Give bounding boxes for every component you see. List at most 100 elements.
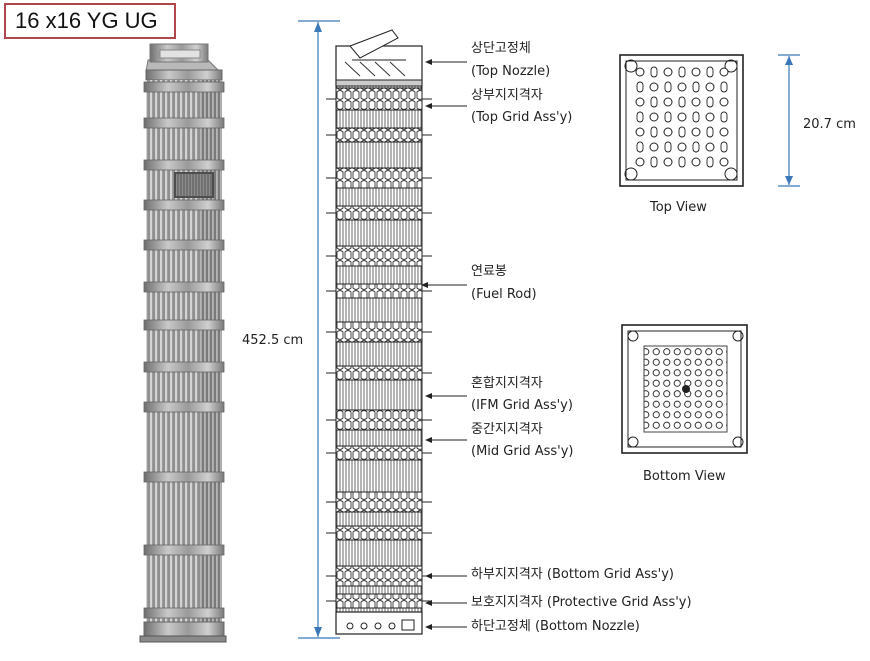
top-view-slot — [692, 81, 700, 93]
height-dimension-label: 452.5 cm — [242, 333, 304, 348]
leader-arrowhead — [421, 282, 428, 288]
drawing-grid-band — [335, 321, 423, 343]
drawing-grid-band — [335, 525, 423, 541]
photo-grid-band — [143, 159, 225, 171]
top-view-hole — [705, 112, 715, 122]
top-view-hole — [663, 67, 673, 77]
photo-grid-band — [143, 544, 225, 556]
bottom-view-caption: Bottom View — [643, 469, 726, 484]
top-nozzle-label-ko: 상단고정체 — [471, 41, 531, 56]
top-view-slot — [678, 126, 686, 138]
photo-grid-band — [143, 199, 225, 211]
top-view-slot — [650, 66, 658, 78]
drawing-grid-band — [335, 205, 423, 221]
photo-grid-band — [143, 81, 225, 93]
drawing-grid-band — [335, 445, 423, 461]
drawing-grid-band — [335, 87, 423, 111]
bottom-nozzle-label-ko: 하단고정체 — [471, 619, 531, 634]
top-grid-label-ko: 상부지지격자 — [471, 88, 543, 103]
top-view-slot — [678, 96, 686, 108]
bottom-grid-label-ko: 하부지지격자 — [471, 567, 543, 582]
top-view-hole — [649, 82, 659, 92]
top-view-hole — [677, 112, 687, 122]
top-view-hole — [635, 67, 645, 77]
label-leaders — [421, 59, 467, 630]
diagram-title: 16 x16 YG UG — [4, 3, 176, 39]
top-view-slot — [678, 156, 686, 168]
fuel-assembly-photo — [139, 43, 227, 643]
top-view-hole — [649, 112, 659, 122]
drawing-grid-band — [335, 365, 423, 381]
top-view-hole — [691, 67, 701, 77]
leader-arrowhead — [425, 103, 432, 109]
top-view-slot — [720, 81, 728, 93]
top-view-hole — [719, 97, 729, 107]
drawing-grid-band — [335, 127, 423, 143]
top-view-hole — [677, 142, 687, 152]
drawing-grid-band — [335, 167, 423, 189]
top-view-hole — [691, 97, 701, 107]
top-view-slot — [664, 111, 672, 123]
top-view-slot — [664, 81, 672, 93]
top-view-hole — [719, 67, 729, 77]
fuel-assembly-drawing — [326, 29, 432, 635]
leader-arrowhead — [425, 393, 432, 399]
photo-grid-band — [143, 281, 225, 293]
photo-grid-band — [143, 607, 225, 619]
width-dimension-line — [778, 54, 800, 187]
top-view-slot — [664, 141, 672, 153]
protective-grid-label-ko: 보호지지격자 — [471, 595, 543, 610]
top-view-hole — [635, 157, 645, 167]
width-dimension-label: 20.7 cm — [803, 117, 856, 132]
photo-grid-band — [143, 117, 225, 129]
top-view-hole — [705, 142, 715, 152]
top-view-slot — [650, 156, 658, 168]
bottom-nozzle-label: 하단고정체 (Bottom Nozzle) — [471, 619, 640, 635]
top-view-slot — [636, 141, 644, 153]
photo-grid-band — [143, 361, 225, 373]
top-view-hole — [649, 142, 659, 152]
top-view-hole — [635, 127, 645, 137]
top-view-slot — [692, 111, 700, 123]
drawing-grid-band — [335, 565, 423, 587]
top-view-slot — [650, 96, 658, 108]
mid-grid-label-ko: 중간지지격자 — [471, 422, 543, 437]
ifm-grid-label-en: (IFM Grid Ass'y) — [471, 398, 573, 413]
bottom-nozzle-label-en: (Bottom Nozzle) — [534, 619, 640, 634]
top-view-slot — [720, 111, 728, 123]
bottom-grid-label: 하부지지격자 (Bottom Grid Ass'y) — [471, 567, 674, 583]
fuel-rod-label-ko: 연료봉 — [471, 264, 507, 279]
top-view-hole — [719, 157, 729, 167]
leader-arrowhead — [425, 437, 432, 443]
drawing-grid-band — [335, 593, 423, 609]
photo-grid-band — [143, 319, 225, 331]
top-view-drawing — [619, 54, 744, 187]
photo-grid-band — [143, 401, 225, 413]
top-view-hole — [691, 127, 701, 137]
drawing-grid-band — [335, 283, 423, 299]
leader-arrowhead — [425, 573, 432, 579]
bottom-view-drawing — [621, 324, 748, 454]
photo-grid-band — [143, 471, 225, 483]
drawing-grid-band — [335, 245, 423, 267]
top-view-slot — [706, 126, 714, 138]
bottom-grid-label-en: (Bottom Grid Ass'y) — [546, 567, 674, 582]
top-nozzle-label-en: (Top Nozzle) — [471, 64, 551, 79]
top-view-hole — [705, 82, 715, 92]
top-view-hole — [663, 157, 673, 167]
leader-arrowhead — [425, 600, 432, 606]
top-view-hole — [663, 97, 673, 107]
top-view-slot — [678, 66, 686, 78]
top-view-slot — [720, 141, 728, 153]
top-view-hole — [719, 127, 729, 137]
height-dimension-line — [298, 20, 340, 639]
drawing-grid-band — [335, 409, 423, 431]
leader-arrowhead — [425, 59, 432, 65]
top-grid-label-en: (Top Grid Ass'y) — [471, 110, 573, 125]
top-view-slot — [706, 96, 714, 108]
mid-grid-label-en: (Mid Grid Ass'y) — [471, 444, 574, 459]
top-view-hole — [635, 97, 645, 107]
top-view-slot — [650, 126, 658, 138]
top-view-caption: Top View — [650, 200, 707, 215]
